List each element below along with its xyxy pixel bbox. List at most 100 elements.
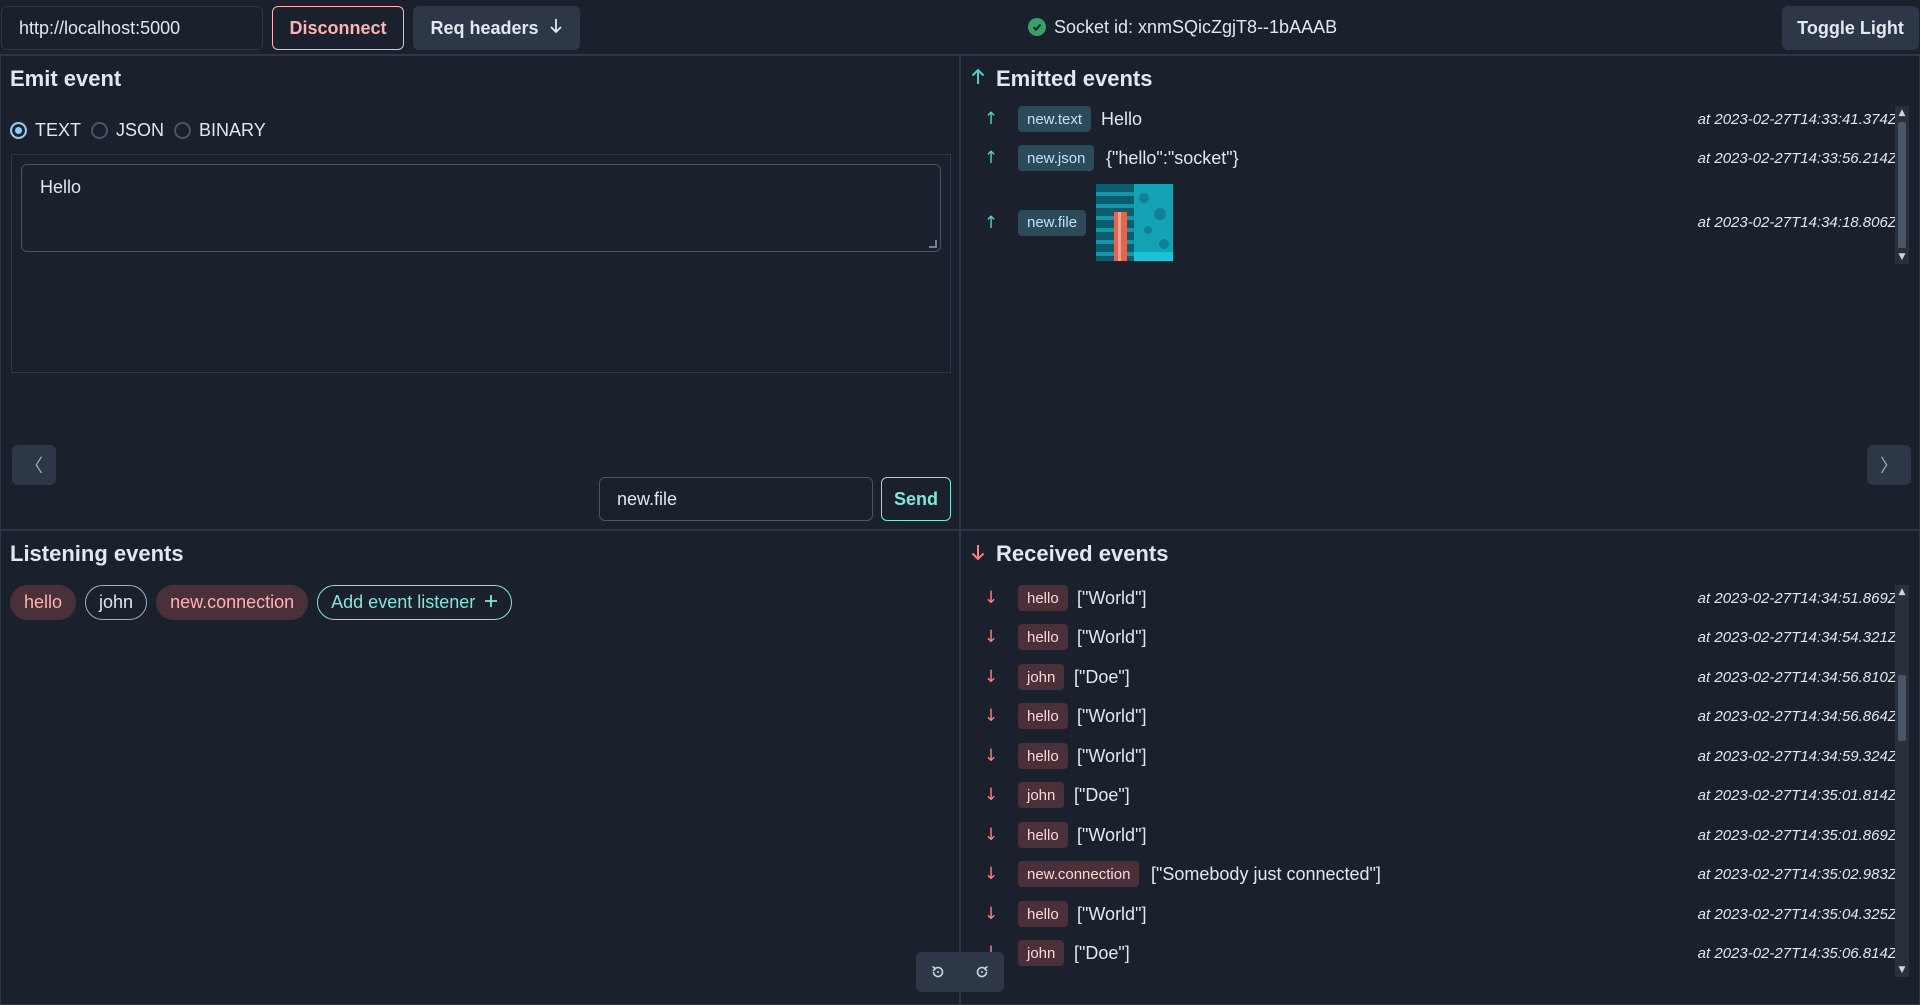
list-item[interactable]: ↓ john ["Doe"] at 2023-02-27T14:35:06.81… xyxy=(961,940,1897,966)
scroll-down-icon[interactable]: ▼ xyxy=(1898,965,1906,975)
received-events-list: ↓ hello ["World"] at 2023-02-27T14:34:51… xyxy=(961,573,1897,1005)
received-events-panel: Received events ↓ hello ["World"] at 202… xyxy=(960,530,1920,1005)
event-name-tag: john xyxy=(1018,782,1065,808)
event-timestamp: at 2023-02-27T14:34:56.810Z xyxy=(1697,668,1897,686)
plus-icon xyxy=(484,592,498,613)
scroll-thumb[interactable] xyxy=(1898,122,1906,248)
request-headers-label: Req headers xyxy=(430,17,539,38)
top-bar: Disconnect Req headers Socket id: xnmSQi… xyxy=(0,0,1920,55)
emitted-scrollbar[interactable]: ▲ ▼ xyxy=(1895,106,1909,264)
event-name-tag: new.text xyxy=(1018,106,1092,132)
list-item[interactable]: ↓ hello ["World"] at 2023-02-27T14:34:51… xyxy=(961,585,1897,611)
listener-chip-new-connection[interactable]: new.connection xyxy=(156,585,309,620)
listening-events-title: Listening events xyxy=(10,541,184,566)
list-item[interactable]: ↑ new.json {"hello":"socket"} at 2023-02… xyxy=(961,145,1897,171)
emitted-events-panel: Emitted events ↑ new.text Hello at 2023-… xyxy=(960,55,1920,530)
list-item[interactable]: ↓ hello ["World"] at 2023-02-27T14:35:04… xyxy=(961,901,1897,927)
arrow-up-icon: ↑ xyxy=(983,148,999,168)
scroll-down-icon[interactable]: ▼ xyxy=(1898,252,1906,262)
radio-json[interactable]: JSON xyxy=(91,120,164,141)
request-headers-button[interactable]: Req headers xyxy=(413,6,580,50)
event-payload: Hello xyxy=(1101,108,1143,129)
scroll-up-icon[interactable]: ▲ xyxy=(1898,108,1906,118)
radio-binary-circle[interactable] xyxy=(174,122,192,139)
received-events-title: Received events xyxy=(970,541,1168,567)
scroll-up-icon[interactable]: ▲ xyxy=(1898,587,1906,597)
arrow-down-icon: ↓ xyxy=(983,864,999,884)
event-name-tag: hello xyxy=(1018,585,1068,611)
radio-text[interactable]: TEXT xyxy=(10,120,81,141)
event-name-tag: john xyxy=(1018,664,1065,690)
disconnect-button[interactable]: Disconnect xyxy=(272,6,404,50)
event-name-input[interactable] xyxy=(599,477,873,521)
emitted-events-list: ↑ new.text Hello at 2023-02-27T14:33:41.… xyxy=(961,106,1897,326)
arrow-down-icon: ↓ xyxy=(983,825,999,845)
event-timestamp: at 2023-02-27T14:34:18.806Z xyxy=(1697,214,1897,231)
undo-icon[interactable] xyxy=(927,961,949,983)
radio-binary-label: BINARY xyxy=(199,120,266,140)
list-item[interactable]: ↓ new.connection ["Somebody just connect… xyxy=(961,861,1897,887)
list-item[interactable]: ↓ hello ["World"] at 2023-02-27T14:34:54… xyxy=(961,624,1897,650)
event-payload: ["World"] xyxy=(1077,824,1147,845)
event-payload: ["Doe"] xyxy=(1074,942,1130,963)
list-item[interactable]: ↓ john ["Doe"] at 2023-02-27T14:35:01.81… xyxy=(961,782,1897,808)
format-radio-group: TEXT JSON BINARY xyxy=(10,120,276,141)
arrow-down-icon: ↓ xyxy=(983,627,999,647)
event-timestamp: at 2023-02-27T14:35:04.325Z xyxy=(1697,905,1897,923)
chevron-right-icon: 〉 xyxy=(1880,456,1898,477)
event-payload: ["Somebody just connected"] xyxy=(1151,863,1381,884)
event-name-tag: new.file xyxy=(1018,209,1087,236)
add-event-listener-button[interactable]: Add event listener xyxy=(317,585,513,620)
event-timestamp: at 2023-02-27T14:35:02.983Z xyxy=(1697,865,1897,883)
event-payload: ["Doe"] xyxy=(1074,666,1130,687)
arrow-down-icon: ↓ xyxy=(983,904,999,924)
listening-events-panel: Listening events hello john new.connecti… xyxy=(0,530,960,1005)
event-name-tag: john xyxy=(1018,940,1065,966)
event-payload: ["World"] xyxy=(1077,587,1147,608)
arrow-down-icon: ↓ xyxy=(983,588,999,608)
arrow-down-icon: ↓ xyxy=(983,667,999,687)
radio-json-circle[interactable] xyxy=(91,122,109,139)
event-timestamp: at 2023-02-27T14:35:06.814Z xyxy=(1697,944,1897,962)
event-timestamp: at 2023-02-27T14:33:41.374Z xyxy=(1697,110,1897,128)
socket-id-text: Socket id: xnmSQicZgjT8--1bAAAB xyxy=(1054,16,1338,37)
list-item[interactable]: ↓ hello ["World"] at 2023-02-27T14:35:01… xyxy=(961,822,1897,848)
event-name-tag: hello xyxy=(1018,901,1068,927)
arrow-down-icon xyxy=(970,541,986,567)
redo-icon[interactable] xyxy=(971,961,993,983)
history-toolbar xyxy=(916,952,1004,992)
event-timestamp: at 2023-02-27T14:33:56.214Z xyxy=(1697,149,1897,167)
scroll-thumb[interactable] xyxy=(1898,675,1906,741)
arrow-up-icon xyxy=(970,66,986,92)
toggle-theme-button[interactable]: Toggle Light xyxy=(1782,6,1919,50)
binary-file-thumbnail xyxy=(1096,184,1173,261)
radio-binary[interactable]: BINARY xyxy=(174,120,266,141)
event-timestamp: at 2023-02-27T14:35:01.869Z xyxy=(1697,826,1897,844)
next-button[interactable]: 〉 xyxy=(1867,445,1911,485)
message-text: Hello xyxy=(40,177,82,197)
event-payload: ["Doe"] xyxy=(1074,784,1130,805)
event-name-tag: hello xyxy=(1018,703,1068,729)
list-item[interactable]: ↓ hello ["World"] at 2023-02-27T14:34:56… xyxy=(961,703,1897,729)
listener-chips: hello john new.connection Add event list… xyxy=(10,585,513,620)
event-payload: ["World"] xyxy=(1077,745,1147,766)
received-scrollbar[interactable]: ▲ ▼ xyxy=(1895,585,1909,977)
check-circle-icon xyxy=(1028,18,1046,36)
emitted-events-title-text: Emitted events xyxy=(996,66,1153,91)
radio-text-circle[interactable] xyxy=(10,122,27,139)
list-item[interactable]: ↑ new.text Hello at 2023-02-27T14:33:41.… xyxy=(961,106,1897,132)
list-item[interactable]: ↓ hello ["World"] at 2023-02-27T14:34:59… xyxy=(961,743,1897,769)
listener-chip-john[interactable]: john xyxy=(85,585,148,620)
listener-chip-hello[interactable]: hello xyxy=(10,585,77,620)
event-name-tag: hello xyxy=(1018,743,1068,769)
list-item[interactable]: ↑ new.file xyxy=(961,184,1897,261)
resize-grip-icon[interactable] xyxy=(929,240,937,248)
list-item[interactable]: ↓ john ["Doe"] at 2023-02-27T14:34:56.81… xyxy=(961,664,1897,690)
send-button[interactable]: Send xyxy=(881,477,951,521)
message-textarea[interactable]: Hello xyxy=(21,164,941,252)
event-timestamp: at 2023-02-27T14:35:01.814Z xyxy=(1697,786,1897,804)
emit-panel-title: Emit event xyxy=(10,66,122,91)
arrow-down-icon: ↓ xyxy=(983,706,999,726)
server-url-input[interactable] xyxy=(1,6,263,50)
previous-button[interactable]: 〈 xyxy=(12,445,56,485)
